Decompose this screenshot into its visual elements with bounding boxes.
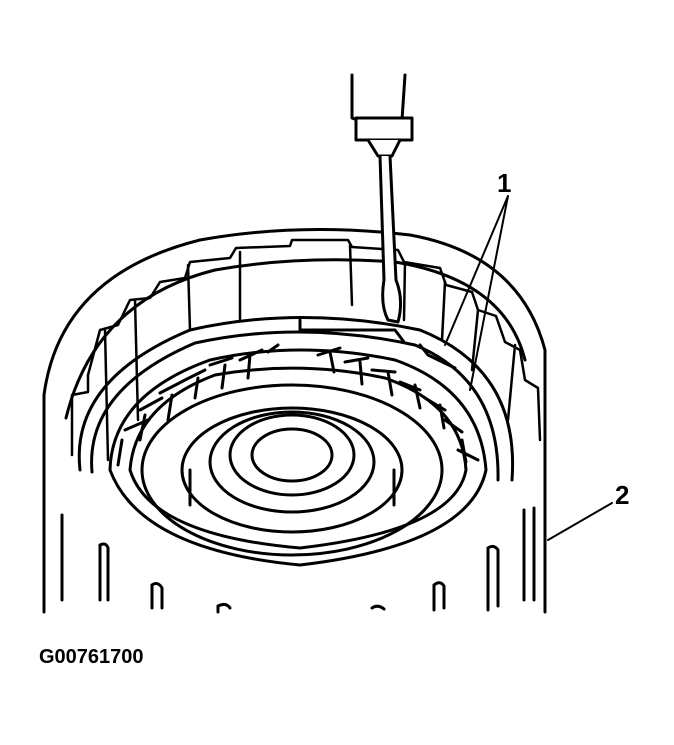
- screwdriver-tool: [350, 73, 414, 324]
- callout-label-1: 1: [497, 168, 512, 198]
- figure-id-label: G00761700: [39, 646, 144, 668]
- drum-hub: [140, 383, 444, 557]
- leader-lines: [444, 195, 613, 541]
- clutch-plate: [108, 343, 488, 567]
- drum-housing: [42, 228, 547, 614]
- snap-ring: [77, 316, 515, 482]
- callout-label-2: 2: [615, 480, 630, 510]
